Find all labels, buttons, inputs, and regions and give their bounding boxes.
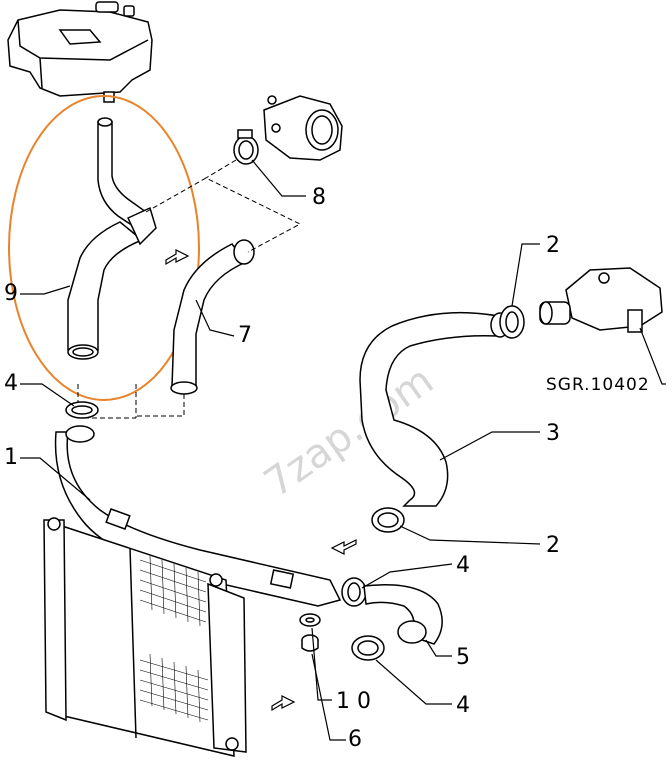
radiator [43,517,247,757]
flow-arrow-lower [271,695,296,712]
clamp-part-2-lower [371,507,405,533]
clamp-part-4-lower [351,635,385,661]
leader-2-upper [511,243,540,307]
grommet-part-6 [301,634,319,652]
callout-2-upper: 2 [546,233,560,258]
leader-6 [311,653,346,741]
callout-7: 7 [238,323,252,348]
callout-3: 3 [546,421,560,446]
callout-2-lower: 2 [546,533,560,558]
hose-part-3 [359,311,510,507]
hose-part-7 [170,239,255,395]
leader-4-left [20,383,75,407]
radiator-core-grid [139,555,209,723]
flow-arrow-upper [165,249,190,266]
reference-code: SGR.10402 [546,375,650,395]
leader-9 [20,285,71,295]
leader-lines [20,159,666,741]
leader-ref [639,327,666,385]
callout-10: 1 0 [336,689,371,714]
clamp-part-4-middle [341,577,367,607]
thermostat-housing [539,267,663,333]
leader-2-lower [399,525,541,545]
clamp-part-2-upper [499,305,525,339]
leader-10 [311,627,332,701]
hose-part-9 [67,117,157,360]
leader-7 [195,299,235,337]
callout-9: 9 [4,281,18,306]
callout-4-middle: 4 [456,553,470,578]
leader-8 [251,159,306,197]
hose-part-5 [363,584,443,645]
leader-4-lower [375,659,452,705]
callout-6: 6 [348,727,362,752]
water-pump-housing [263,95,343,161]
washer-part-10 [299,613,321,627]
clamp-part-8 [233,129,259,165]
expansion-tank [7,1,153,103]
callout-1: 1 [4,445,18,470]
leader-5 [425,639,452,657]
leader-1 [20,457,91,501]
leader-3 [439,431,540,461]
highlight-ellipse [8,95,200,401]
flow-arrow-middle [330,539,357,555]
callout-4-lower: 4 [456,693,470,718]
flow-arrows [165,249,357,712]
callout-8: 8 [312,185,326,210]
leader-4-middle [361,563,453,589]
callout-4-left: 4 [4,371,18,396]
callout-5: 5 [456,645,470,670]
